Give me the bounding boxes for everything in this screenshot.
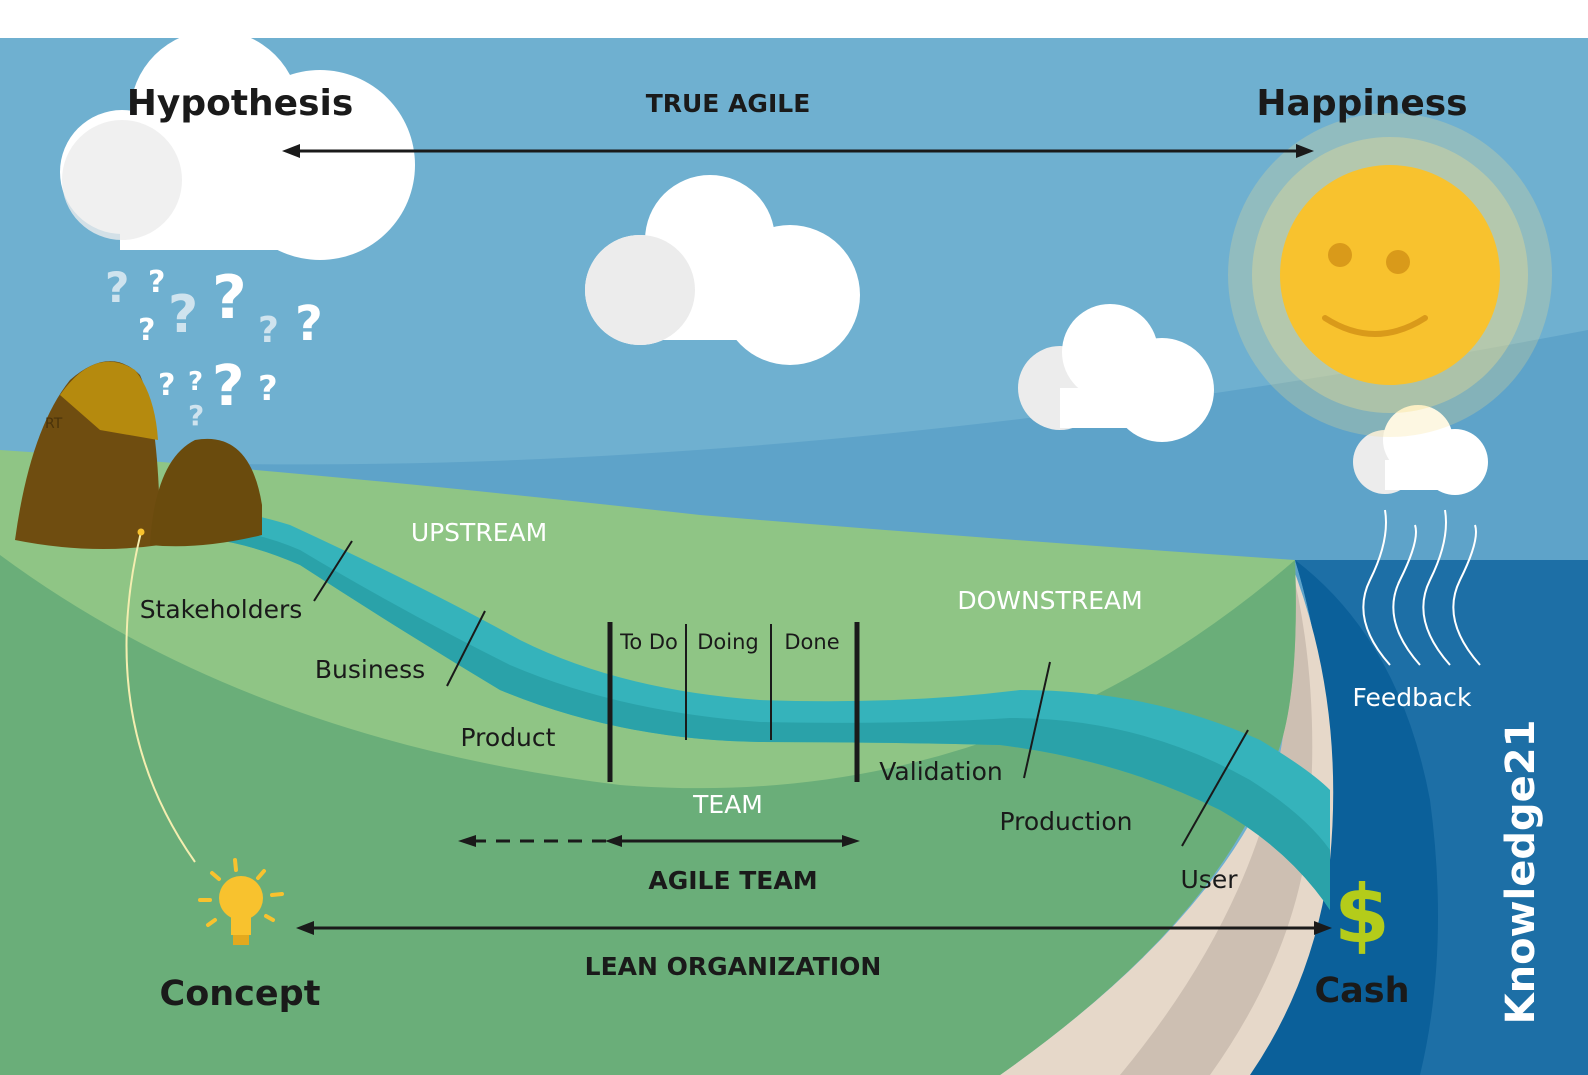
happiness-label: Happiness (1256, 83, 1467, 124)
hill-front (0, 555, 1296, 1075)
svg-text:?: ? (212, 263, 247, 333)
board-todo-label: To Do (619, 630, 678, 654)
cloud-right (1018, 304, 1214, 442)
feedback-label: Feedback (1352, 683, 1472, 712)
sun-smiley-icon (1228, 113, 1552, 437)
svg-text:?: ? (212, 354, 244, 419)
upstream-label: UPSTREAM (411, 518, 547, 547)
cloud-hypothesis (60, 30, 415, 260)
lean-organization-arrow (296, 921, 1332, 935)
svg-text:?: ? (158, 368, 175, 403)
business-label: Business (315, 655, 425, 684)
board-doing-label: Doing (697, 630, 759, 654)
cloud-small (1353, 405, 1488, 495)
beach-shade (1120, 560, 1313, 1075)
concept-path-dot (137, 528, 145, 536)
svg-text:?: ? (168, 285, 198, 345)
validation-label: Validation (879, 757, 1002, 786)
board-done-label: Done (784, 630, 839, 654)
stage-dividers (313, 540, 1249, 847)
svg-text:?: ? (258, 310, 279, 351)
svg-text:?: ? (188, 367, 203, 397)
knowledge21-logo: Knowledge21 (1498, 720, 1544, 1025)
team-board (607, 622, 860, 782)
concept-label: Concept (160, 974, 321, 1014)
agile-team-arrow (458, 835, 860, 847)
rock-mark: RT (45, 416, 63, 432)
river (150, 508, 1330, 910)
true-agile-label: TRUE AGILE (646, 89, 811, 118)
rock-small (150, 438, 262, 547)
question-rain: ? ? ? ? ? ? ? ? ? ? ? ? (105, 263, 323, 432)
svg-text:?: ? (295, 296, 323, 352)
svg-text:?: ? (105, 263, 129, 312)
rock-large-light (60, 361, 158, 440)
cloud-middle (585, 175, 860, 365)
lean-organization-label: LEAN ORGANIZATION (585, 952, 882, 981)
agile-team-label: AGILE TEAM (648, 866, 817, 895)
svg-text:?: ? (258, 369, 278, 409)
concept-path (125, 531, 196, 863)
cash-dollar-icon: $ (1334, 868, 1390, 961)
lightbulb-icon (198, 858, 284, 945)
cash-label: Cash (1314, 971, 1409, 1011)
product-label: Product (461, 723, 556, 752)
production-label: Production (999, 807, 1132, 836)
user-label: User (1181, 865, 1239, 894)
true-agile-arrow (282, 144, 1314, 158)
svg-text:?: ? (148, 265, 165, 300)
downstream-label: DOWNSTREAM (957, 586, 1142, 615)
team-label: TEAM (692, 790, 763, 819)
svg-text:?: ? (188, 399, 204, 432)
stakeholders-label: Stakeholders (140, 595, 303, 624)
svg-text:?: ? (138, 313, 155, 348)
sea-inner (1245, 560, 1438, 1075)
feedback-vapor-icon (1362, 509, 1481, 666)
hypothesis-label: Hypothesis (127, 83, 354, 124)
